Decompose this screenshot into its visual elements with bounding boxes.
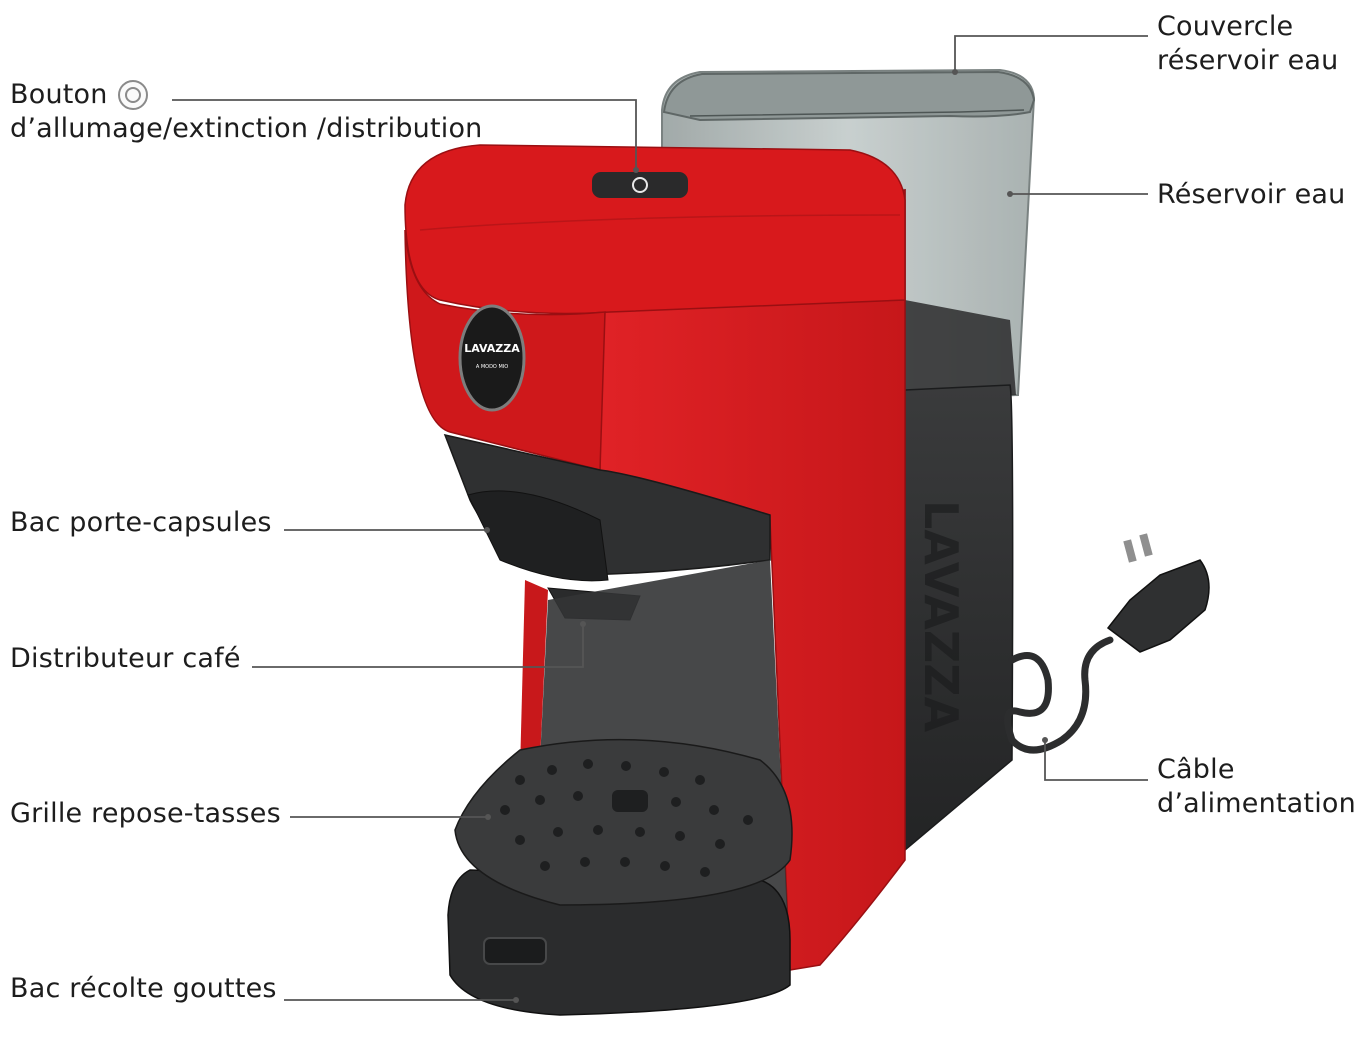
label-cup-grid: Grille repose-tasses [10, 798, 281, 829]
label-power-button: Bouton d’allumage/extinction /distributi… [10, 78, 483, 146]
label-drip-tray: Bac récolte gouttes [10, 973, 277, 1004]
label-power-cable-line2: d’alimentation [1157, 788, 1354, 819]
label-tank-lid: Couvercle réservoir eau [1157, 10, 1338, 78]
label-tank-lid-line2: réservoir eau [1157, 45, 1339, 76]
brand-logo-text: LAVAZZA [464, 342, 520, 355]
power-button[interactable] [592, 172, 688, 198]
label-power-cable-line1: Câble [1157, 754, 1235, 785]
label-power-button-line2: d’allumage/extinction /distribution [10, 113, 483, 144]
label-coffee-dispenser: Distributeur café [10, 643, 241, 674]
leader-dispenser [252, 626, 584, 668]
brand-logo-badge: LAVAZZA A MODO MIO [458, 304, 526, 412]
leader-power-button [172, 99, 637, 168]
tank-lid [662, 70, 1036, 122]
power-button-icon [117, 80, 148, 110]
cup-grid[interactable] [454, 738, 793, 906]
capsule-tray[interactable] [443, 433, 771, 582]
drip-tray[interactable] [447, 869, 791, 1016]
brand-tagline: A MODO MIO [476, 364, 508, 370]
leader-tank-lid [954, 35, 1148, 70]
power-plug [1106, 533, 1210, 653]
label-power-button-line1: Bouton [10, 79, 108, 110]
leader-lines [172, 35, 1148, 1001]
power-cable [1004, 636, 1114, 754]
rear-body: LAVAZZA [904, 384, 1014, 852]
label-water-tank: Réservoir eau [1157, 179, 1346, 210]
label-capsule-tray: Bac porte-capsules [10, 507, 272, 538]
red-body [404, 144, 906, 971]
label-tank-lid-line1: Couvercle [1157, 11, 1294, 42]
label-power-cable: Câble d’alimentation [1157, 753, 1354, 821]
leader-dots [484, 69, 1048, 1003]
embossed-logo: LAVAZZA [914, 500, 968, 733]
leader-cable [1044, 742, 1148, 781]
